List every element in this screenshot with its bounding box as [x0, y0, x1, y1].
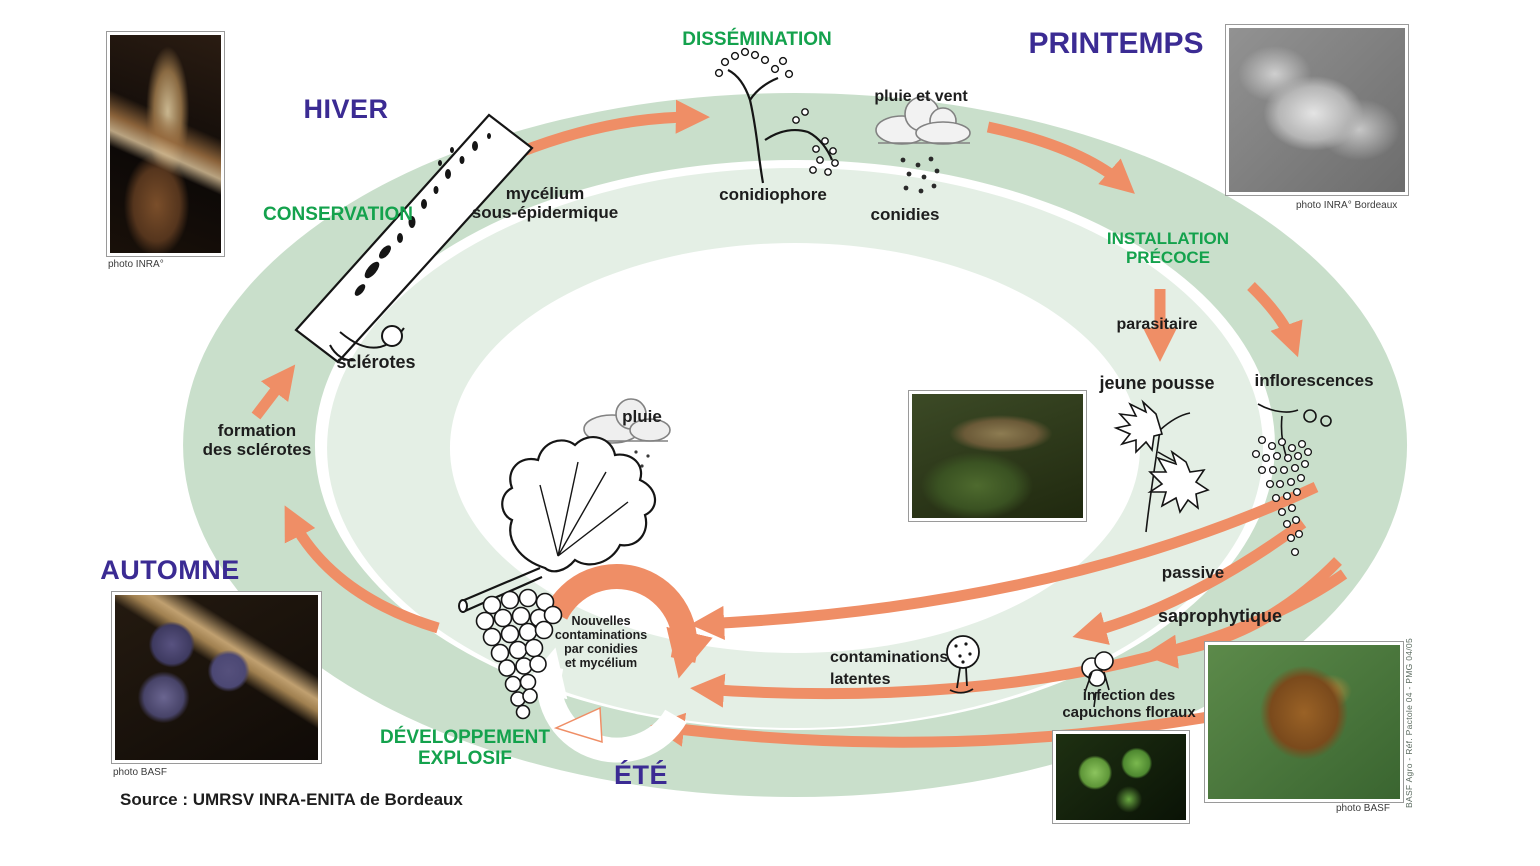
- stage-developpement-line1: DÉVELOPPEMENT: [380, 727, 550, 748]
- cane-sketch: [294, 113, 534, 364]
- white-chevron: [553, 706, 603, 744]
- label-mycelium-line1: mycélium: [505, 184, 585, 203]
- label-nouvelles-line2: contaminations: [554, 628, 648, 642]
- stage-installation-line1: INSTALLATION: [1106, 229, 1230, 248]
- photo-leaf-lesion: [1204, 641, 1404, 803]
- season-printemps: PRINTEMPS: [1028, 27, 1204, 60]
- conidies-dots: [900, 156, 940, 194]
- label-nouvelles-contaminations: Nouvelles contaminations par conidies et…: [555, 614, 647, 670]
- label-contaminations-line1: contaminations: [830, 649, 949, 666]
- label-nouvelles-line4: et mycélium: [564, 656, 638, 670]
- inflorescences-sketch: [1251, 403, 1332, 557]
- stage-installation-precoce: INSTALLATION PRÉCOCE: [1106, 229, 1230, 267]
- floral-cap-sketch: [1081, 651, 1114, 708]
- arrow-to-inflorescences: [1247, 282, 1303, 358]
- jeune-pousse-sketch: [1113, 399, 1210, 533]
- label-parasitaire: parasitaire: [1116, 316, 1198, 333]
- label-infection-line1: infection des: [1082, 687, 1176, 704]
- label-conidies: conidies: [870, 205, 940, 224]
- stage-developpement-explosif: DÉVELOPPEMENT EXPLOSIF: [380, 727, 550, 770]
- label-nouvelles-line1: Nouvelles: [571, 614, 631, 628]
- photo-green-berries: [1052, 730, 1190, 824]
- stage-dissemination: DISSÉMINATION: [682, 29, 832, 50]
- photo-rotten-grapes: [111, 591, 322, 764]
- vertical-credit: BASF Agro - Réf. Pactole 04 - PMG 04/05: [1404, 638, 1414, 808]
- photo-rotten-grapes-caption: photo BASF: [113, 767, 167, 778]
- label-infection-line2: capuchons floraux: [1062, 703, 1196, 721]
- label-conidiophore: conidiophore: [719, 185, 827, 204]
- photo-sem-conidia-caption: photo INRA° Bordeaux: [1296, 200, 1398, 211]
- label-formation-line1: formation: [217, 421, 297, 440]
- season-automne: AUTOMNE: [100, 555, 240, 585]
- label-inflorescences: inflorescences: [1254, 371, 1374, 390]
- season-ete: ÉTÉ: [613, 760, 669, 790]
- leaf-grape-sketch: [458, 435, 656, 720]
- label-formation-line2: des sclérotes: [202, 439, 312, 459]
- source-line: Source : UMRSV INRA-ENITA de Bordeaux: [120, 790, 463, 809]
- cloud-pluie: [583, 398, 671, 444]
- label-passive: passive: [1161, 563, 1225, 582]
- label-saprophytique: saprophytique: [1157, 606, 1283, 626]
- recycle-arrows-motif: [521, 563, 713, 763]
- stage-installation-line2: PRÉCOCE: [1125, 247, 1211, 267]
- cycle-arrows: [251, 99, 1348, 748]
- label-infection-capuchons: infection des capuchons floraux: [1062, 687, 1196, 721]
- arrow-conservation-to-dissemination: [515, 99, 710, 159]
- stage-conservation: CONSERVATION: [263, 204, 413, 225]
- photo-leaf-lesion-caption: photo BASF: [1336, 803, 1390, 814]
- arrow-passive-to-berry: [1072, 518, 1307, 645]
- berry-sketch: [946, 635, 980, 694]
- label-jeune-pousse: jeune pousse: [1099, 373, 1215, 393]
- arrow-formation-to-sclerotes: [251, 364, 296, 420]
- label-pluie: pluie: [622, 407, 662, 426]
- label-sclerotes: sclérotes: [336, 352, 416, 372]
- cloud-pluie-et-vent: [875, 96, 971, 145]
- label-contaminations-latentes: contaminations latentes: [830, 647, 948, 691]
- arrow-long-middle: [690, 569, 1348, 708]
- stage-developpement-line2: EXPLOSIF: [418, 747, 512, 769]
- arrow-long-top: [690, 482, 1319, 640]
- label-pluie-et-vent: pluie et vent: [874, 88, 968, 105]
- label-nouvelles-line3: par conidies: [564, 642, 638, 656]
- photo-sem-conidia: [1225, 24, 1409, 196]
- arrow-dissemination-to-printemps: [986, 121, 1135, 194]
- label-contaminations-line2: latentes: [830, 671, 891, 688]
- arrow-ete-to-automne: [284, 505, 440, 634]
- photo-winter-cane: [106, 31, 225, 257]
- season-hiver: HIVER: [303, 94, 389, 124]
- arrow-long-bottom: [650, 702, 1260, 748]
- photo-winter-cane-caption: photo INRA°: [108, 259, 164, 270]
- photo-infected-shoot: [908, 390, 1087, 522]
- conidiophore-sketch: [714, 47, 839, 184]
- label-mycelium-line2: sous-épidermique: [471, 202, 619, 222]
- label-formation-sclerotes: formation des sclérotes: [202, 421, 312, 459]
- label-mycelium: mycélium sous-épidermique: [471, 184, 619, 222]
